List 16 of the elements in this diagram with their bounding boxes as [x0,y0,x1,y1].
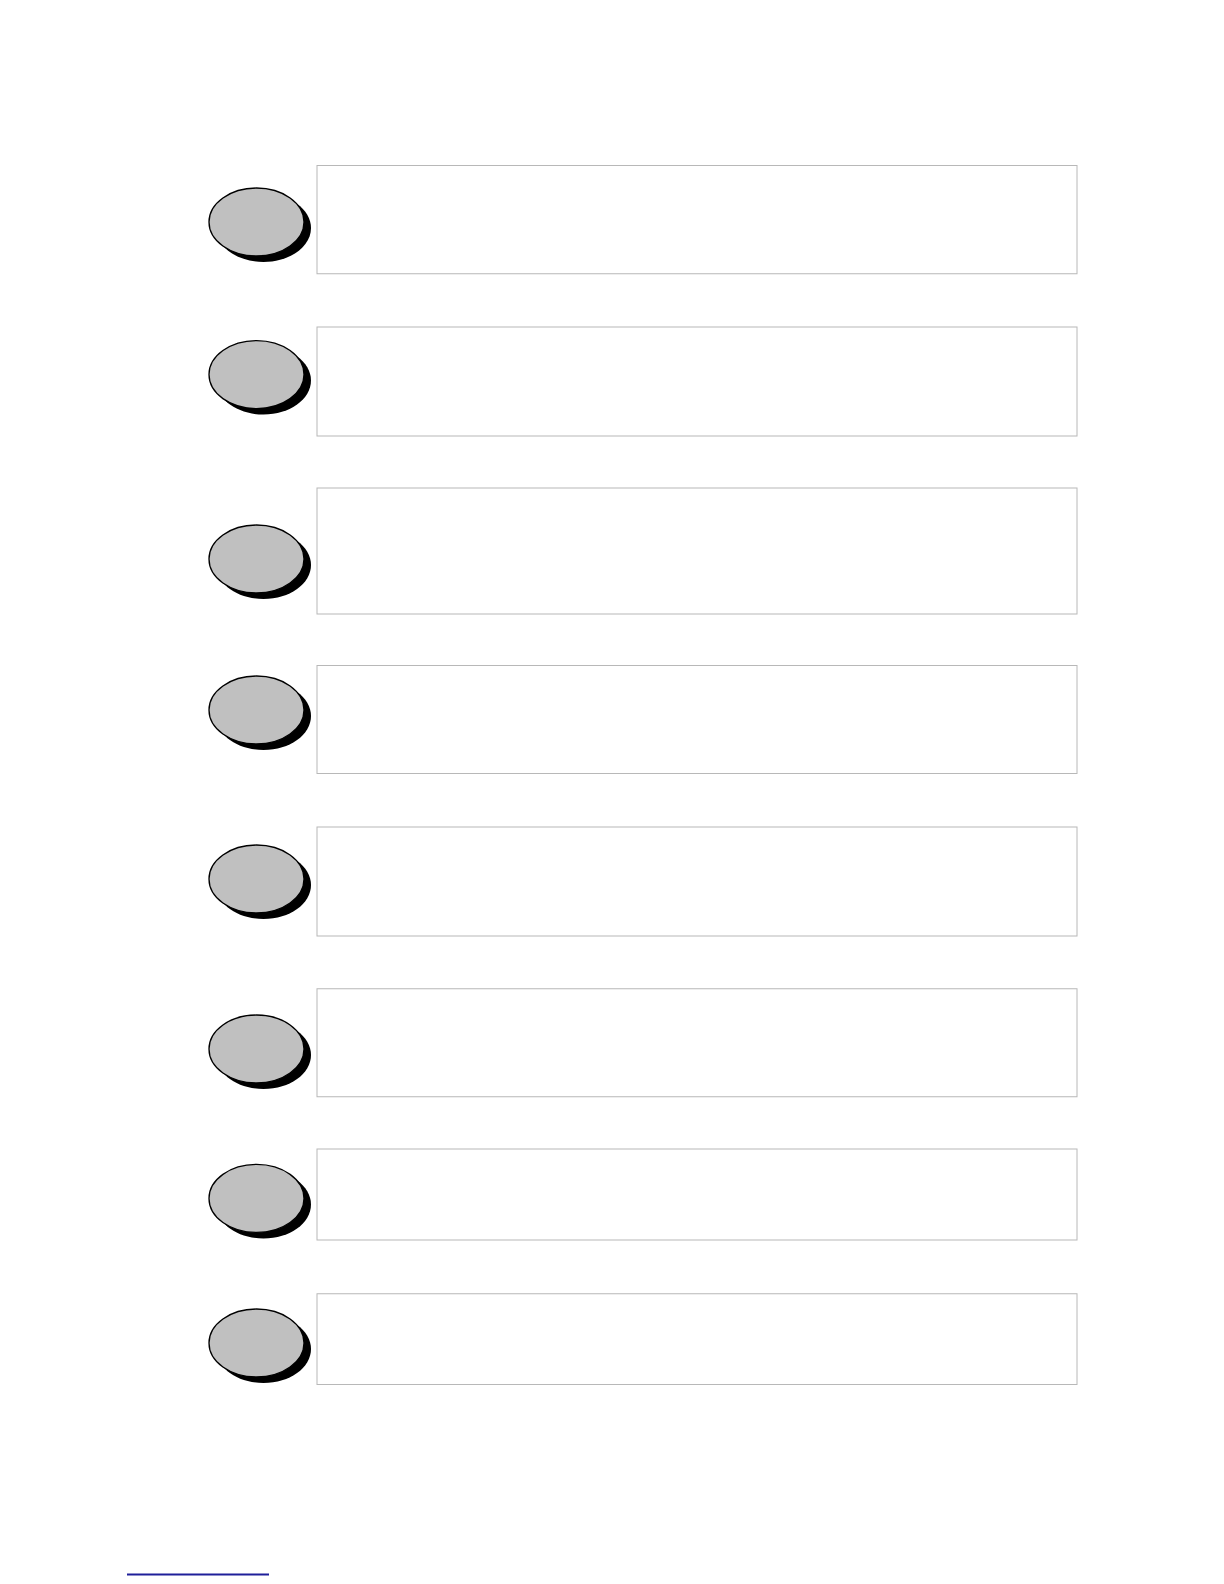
oval [208,1163,311,1239]
oval [208,1014,311,1089]
empty-box [316,1148,1078,1241]
empty-box [316,165,1078,275]
oval [208,524,311,599]
empty-box [316,1293,1078,1386]
oval [208,187,311,262]
oval [208,339,311,415]
oval [208,675,311,750]
empty-box [316,665,1078,775]
empty-box [316,826,1078,937]
empty-box [316,988,1078,1098]
empty-box [316,487,1078,615]
empty-box [316,326,1078,437]
oval [208,844,311,919]
oval [208,1308,311,1383]
